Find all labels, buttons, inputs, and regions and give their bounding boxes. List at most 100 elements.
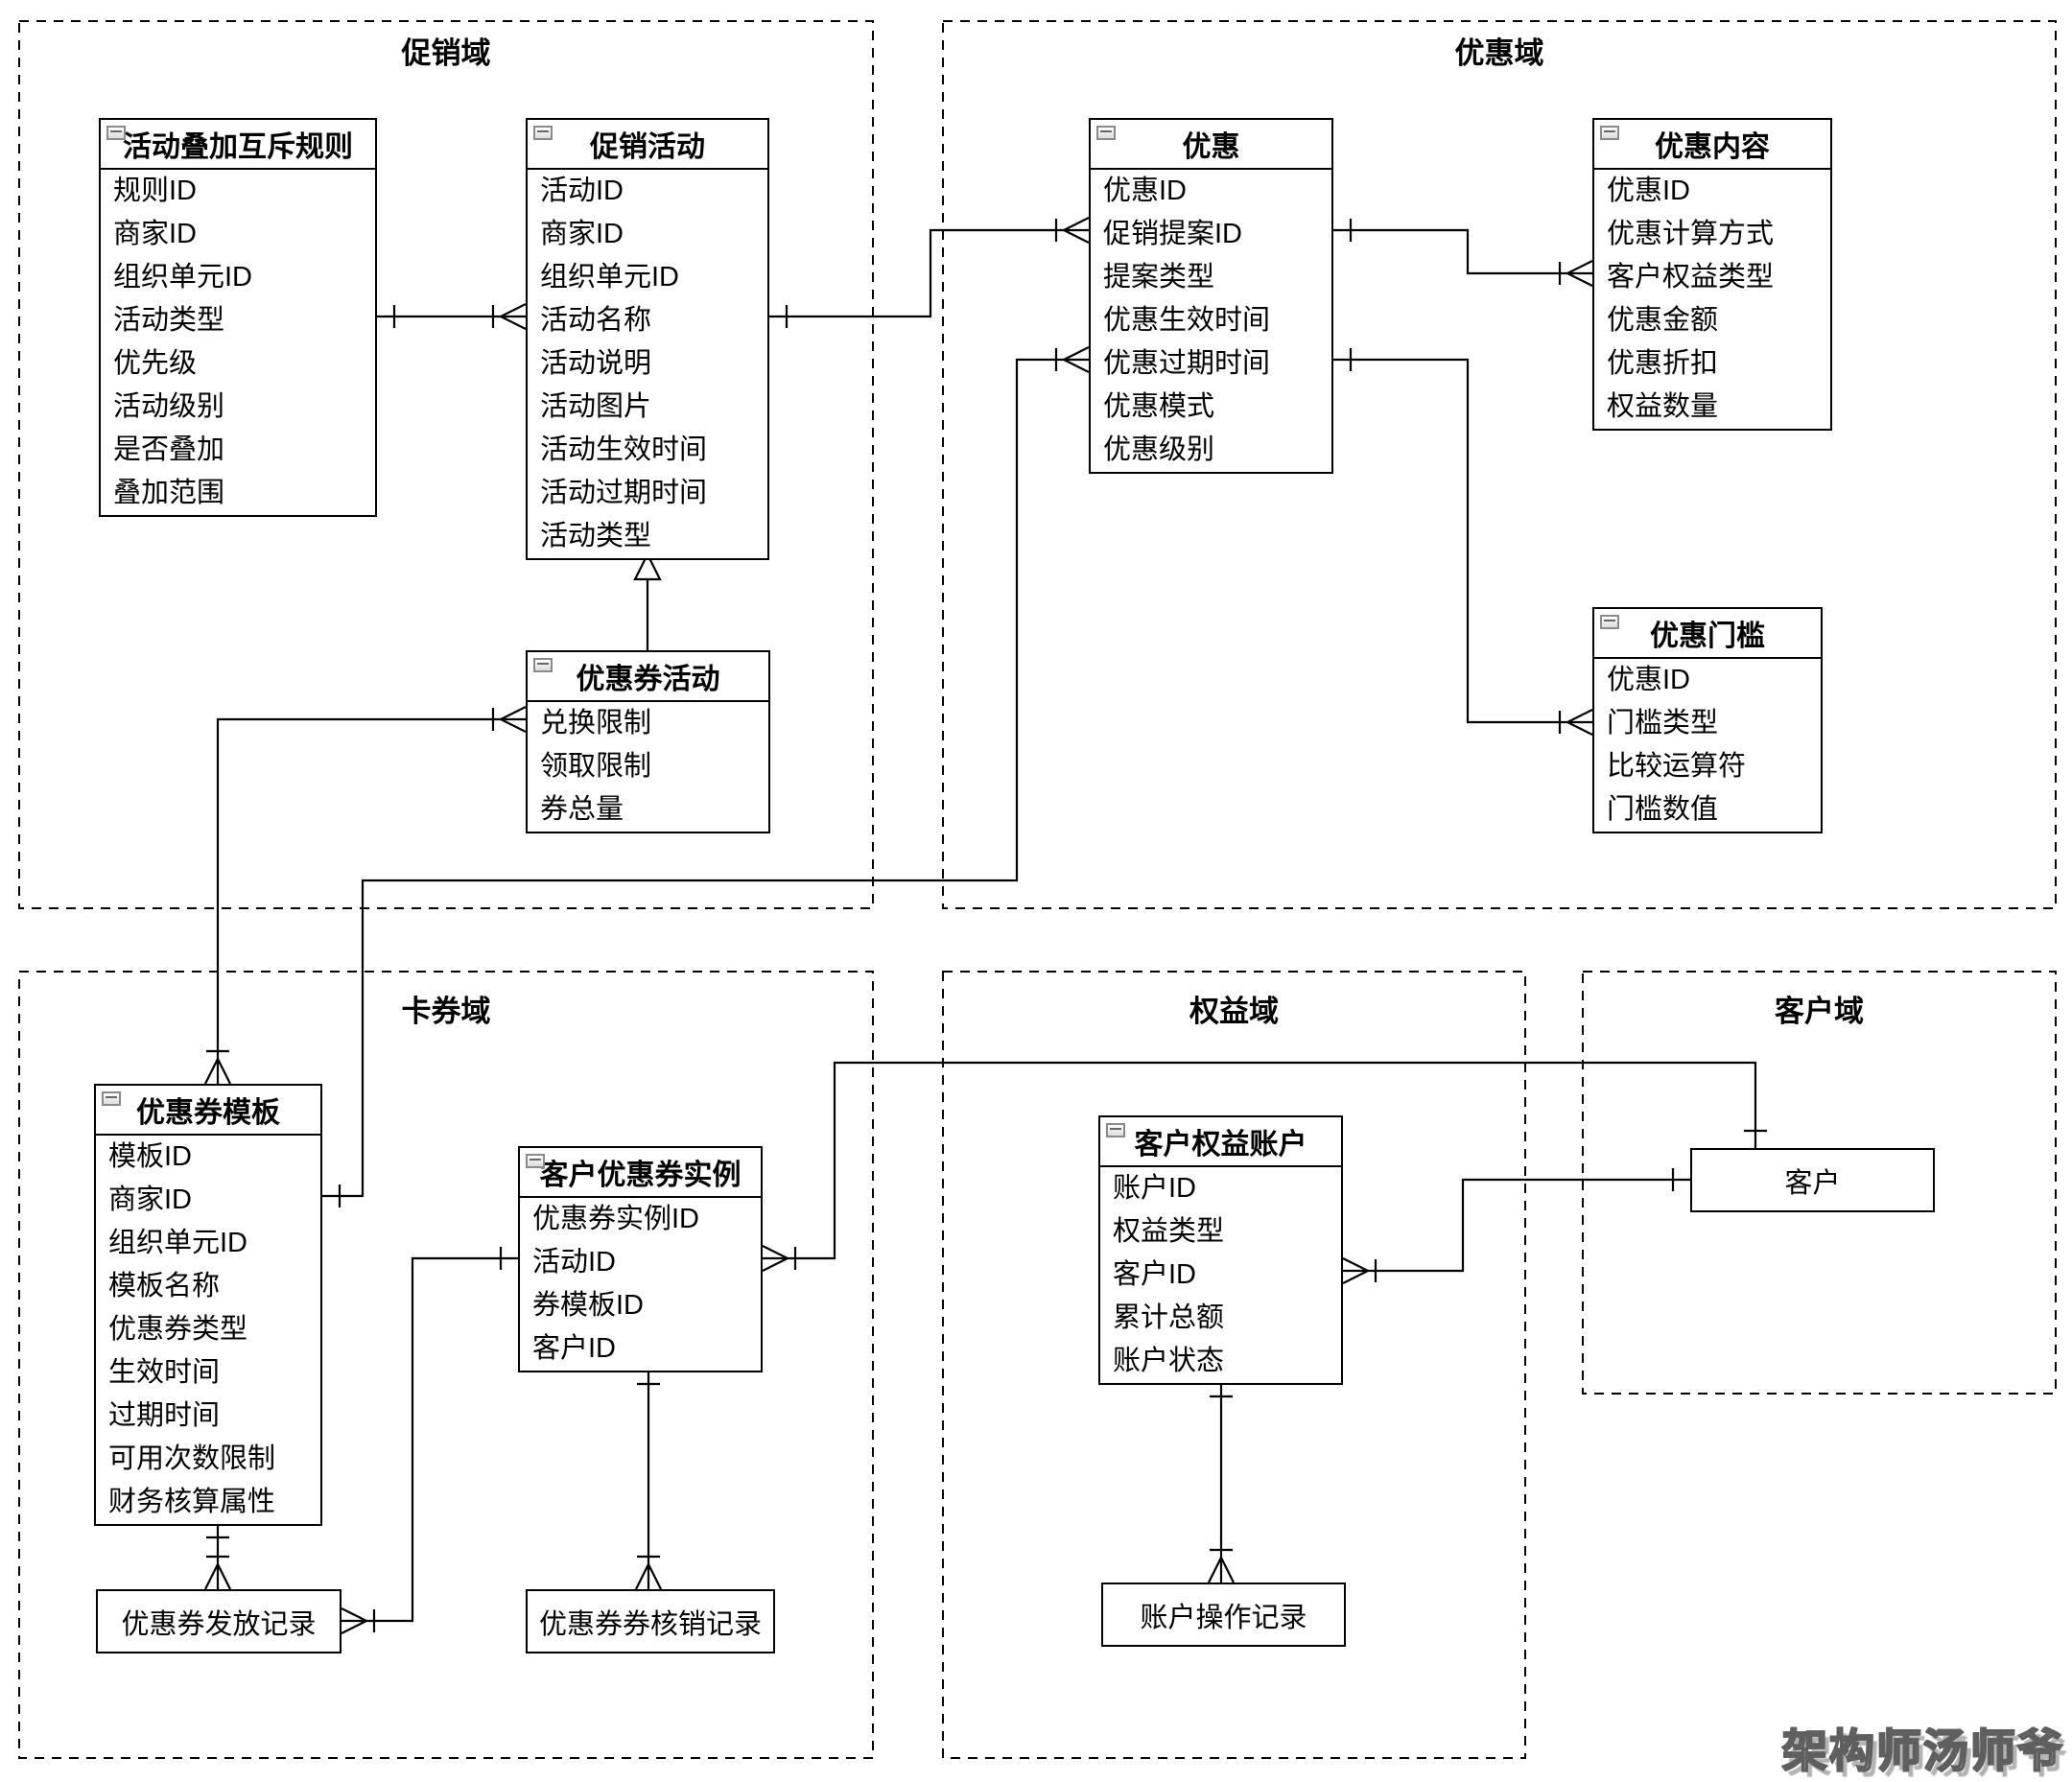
relation-coupon-activity-to-coupon-template <box>204 706 527 1085</box>
entity-field: 券模板ID <box>532 1290 645 1321</box>
entity-field: 组织单元ID <box>540 262 680 293</box>
entity-field: 比较运算符 <box>1607 751 1747 782</box>
entity-discount-content: 优惠内容 优惠ID 优惠计算方式 客户权益类型 优惠金额 优惠折扣 权益数量 <box>1592 118 1832 431</box>
entity-field: 优惠券类型 <box>108 1314 248 1345</box>
entity-field: 财务核算属性 <box>108 1487 276 1517</box>
entity-field: 优惠ID <box>1607 665 1691 695</box>
relation-rule-to-activity <box>377 303 527 330</box>
entity-field: 领取限制 <box>540 751 652 782</box>
entity-field: 促销提案ID <box>1103 219 1243 249</box>
domain-box-customer <box>1582 971 2057 1395</box>
entity-field: 优惠金额 <box>1607 305 1719 336</box>
relation-benefit-account-to-operation-record <box>1208 1379 1235 1583</box>
entity-field: 活动过期时间 <box>540 478 708 508</box>
entity-field: 活动生效时间 <box>540 434 708 465</box>
entity-field: 模板ID <box>108 1141 193 1172</box>
entity-field: 优惠模式 <box>1103 391 1215 422</box>
entity-field: 优惠折扣 <box>1607 348 1719 379</box>
entity-field: 门槛类型 <box>1607 708 1719 739</box>
entity-field: 组织单元ID <box>108 1228 248 1258</box>
entity-field: 活动ID <box>540 176 624 206</box>
domain-box-discount <box>942 20 2057 909</box>
domain-box-promotion <box>18 20 874 909</box>
entity-field: 活动级别 <box>113 391 225 422</box>
entity-field: 生效时间 <box>108 1357 221 1388</box>
entity-field: 优惠级别 <box>1103 434 1215 465</box>
entity-field: 门槛数值 <box>1607 794 1719 825</box>
box-label: 账户操作记录 <box>1140 1602 1307 1633</box>
collapse-icon[interactable] <box>1096 126 1116 140</box>
box-label: 优惠券发放记录 <box>121 1608 317 1640</box>
domain-box-benefit <box>942 971 1526 1759</box>
entity-field: 活动ID <box>532 1247 617 1278</box>
entity-field: 账户ID <box>1113 1173 1197 1204</box>
entity-field: 商家ID <box>108 1184 193 1215</box>
domain-box-coupon <box>18 971 874 1759</box>
relation-activity-to-discount <box>769 217 1090 328</box>
entity-title: 优惠门槛 <box>1650 621 1765 652</box>
entity-discount-threshold: 优惠门槛 优惠ID 门槛类型 比较运算符 门槛数值 <box>1592 607 1823 833</box>
box-coupon-issue-record: 优惠券发放记录 <box>96 1589 341 1653</box>
entity-field: 提案类型 <box>1103 262 1215 293</box>
collapse-icon[interactable] <box>533 126 553 140</box>
box-label: 优惠券券核销记录 <box>538 1608 762 1640</box>
relation-discount-to-discount-content <box>1333 219 1593 287</box>
collapse-icon[interactable] <box>1600 126 1619 140</box>
entity-field: 叠加范围 <box>113 478 225 508</box>
collapse-icon[interactable] <box>533 658 553 672</box>
entity-field: 权益类型 <box>1113 1216 1225 1247</box>
relation-coupon-template-to-issue-record <box>204 1520 231 1590</box>
entity-title: 优惠券模板 <box>136 1097 280 1129</box>
collapse-icon[interactable] <box>102 1091 121 1106</box>
box-label: 客户 <box>1784 1167 1841 1199</box>
entity-field: 优惠ID <box>1103 176 1188 206</box>
relation-coupon-instance-to-issue-record <box>341 1247 518 1634</box>
watermark: 架构师汤师爷 <box>1781 1724 2064 1777</box>
entity-title: 优惠内容 <box>1655 131 1770 163</box>
entity-customer-coupon-instance: 客户优惠券实例 优惠券实例ID 活动ID 券模板ID 客户ID <box>518 1146 763 1372</box>
collapse-icon[interactable] <box>106 126 126 140</box>
entity-coupon-template: 优惠券模板 模板ID 商家ID 组织单元ID 模板名称 优惠券类型 生效时间 过… <box>94 1084 322 1526</box>
entity-discount: 优惠 优惠ID 促销提案ID 提案类型 优惠生效时间 优惠过期时间 优惠模式 优… <box>1089 118 1333 474</box>
entity-field: 活动类型 <box>540 521 652 551</box>
relation-discount-to-discount-threshold <box>1333 348 1593 736</box>
entity-field: 优惠生效时间 <box>1103 305 1271 336</box>
entity-field: 活动说明 <box>540 348 652 379</box>
entity-field: 累计总额 <box>1113 1302 1225 1333</box>
entity-field: 可用次数限制 <box>108 1443 276 1474</box>
entity-activity-stack-rule: 活动叠加互斥规则 规则ID 商家ID 组织单元ID 活动类型 优先级 活动级别 … <box>99 118 377 517</box>
relation-coupon-instance-to-writeoff-record <box>635 1367 662 1590</box>
entity-title: 优惠 <box>1182 131 1240 163</box>
entity-title: 客户优惠券实例 <box>539 1160 742 1191</box>
entity-field: 是否叠加 <box>113 434 225 465</box>
entity-field: 优先级 <box>113 348 198 379</box>
domain-label-customer: 客户域 <box>1775 995 1864 1028</box>
entity-field: 优惠ID <box>1607 176 1691 206</box>
entity-field: 规则ID <box>113 176 198 206</box>
collapse-icon[interactable] <box>1600 615 1619 629</box>
entity-field: 客户ID <box>1113 1259 1197 1290</box>
entity-field: 活动图片 <box>540 391 652 422</box>
entity-field: 兑换限制 <box>540 708 652 739</box>
entity-field: 优惠券实例ID <box>532 1204 700 1234</box>
relation-customer-to-benefit-account <box>1342 1168 1690 1284</box>
box-coupon-writeoff-record: 优惠券券核销记录 <box>526 1589 775 1653</box>
entity-field: 活动名称 <box>540 305 652 336</box>
domain-label-coupon: 卡券域 <box>401 995 491 1028</box>
relation-coupon-template-to-discount <box>322 346 1090 1208</box>
collapse-icon[interactable] <box>526 1154 545 1168</box>
relation-customer-to-coupon-instance <box>762 1061 1767 1272</box>
entity-title: 活动叠加互斥规则 <box>123 131 353 163</box>
entity-field: 活动类型 <box>113 305 225 336</box>
entity-field: 优惠过期时间 <box>1103 348 1271 379</box>
entity-title: 促销活动 <box>590 131 705 163</box>
entity-title: 客户权益账户 <box>1134 1129 1307 1161</box>
entity-title: 优惠券活动 <box>576 664 720 695</box>
entity-field: 商家ID <box>113 219 198 249</box>
entity-field: 模板名称 <box>108 1271 221 1301</box>
entity-customer-benefit-account: 客户权益账户 账户ID 权益类型 客户ID 累计总额 账户状态 <box>1098 1115 1343 1385</box>
collapse-icon[interactable] <box>1106 1123 1125 1137</box>
entity-field: 商家ID <box>540 219 624 249</box>
